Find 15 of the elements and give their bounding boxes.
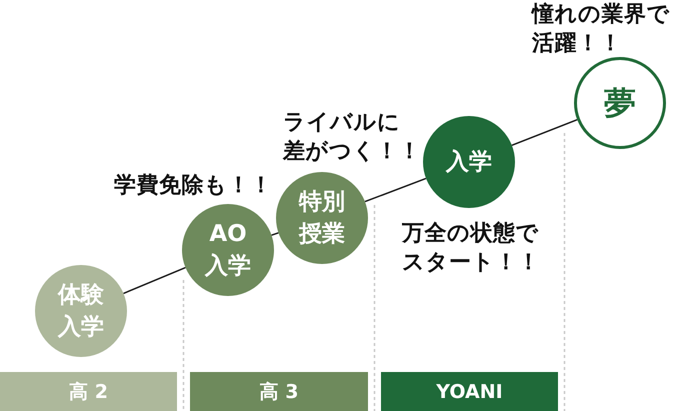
callout-text: 学費免除も！！ (114, 172, 272, 200)
step-circle: 体験入学 (35, 265, 127, 357)
connector-line (364, 178, 426, 202)
callout-text: 万全の状態でスタート！！ (402, 220, 540, 277)
stage-band: YOANI (381, 372, 558, 411)
step-circle: 特別授業 (276, 172, 368, 264)
goal-circle: 夢 (574, 57, 666, 149)
stage-band: 高 2 (0, 372, 177, 411)
step-circle: AO入学 (182, 204, 274, 296)
stage-band: 高 3 (190, 372, 368, 411)
connector-line (123, 266, 186, 294)
callout-text: ライバルに差がつく！！ (283, 109, 421, 166)
connector-line (512, 119, 578, 146)
callout-text: 憧れの業界で活躍！！ (532, 1, 670, 58)
step-circle: 入学 (423, 116, 515, 208)
